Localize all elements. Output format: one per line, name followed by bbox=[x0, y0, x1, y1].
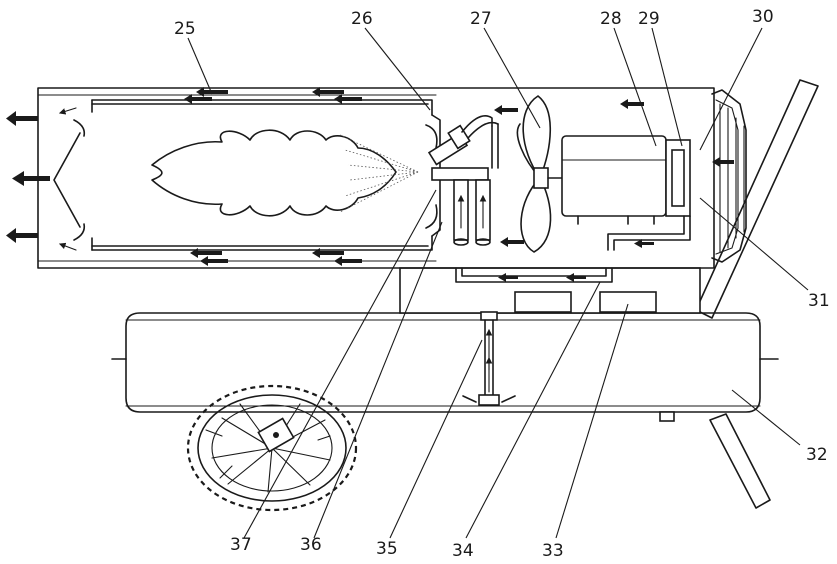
callout-28: 28 bbox=[600, 9, 622, 29]
fuel-tank bbox=[111, 312, 779, 422]
nozzle-assembly bbox=[427, 115, 499, 246]
handle-bar bbox=[695, 79, 819, 509]
pump-assembly bbox=[399, 267, 701, 406]
motor-control-box bbox=[514, 291, 572, 313]
wheel bbox=[186, 384, 358, 512]
fuel-spray bbox=[339, 134, 419, 213]
callout-27: 27 bbox=[470, 9, 492, 29]
callout-33: 33 bbox=[542, 541, 564, 561]
airflow-arrows bbox=[6, 87, 734, 282]
callout-26: 26 bbox=[351, 9, 373, 29]
rear-grille bbox=[711, 89, 747, 263]
drain-plug bbox=[659, 411, 675, 422]
leader-lines bbox=[187, 27, 809, 539]
outlet-arrow-bottom bbox=[6, 228, 38, 243]
callout-35: 35 bbox=[376, 539, 398, 559]
flame-outline bbox=[151, 129, 397, 217]
callout-37: 37 bbox=[230, 535, 252, 555]
callout-36: 36 bbox=[300, 535, 322, 555]
fan bbox=[516, 95, 563, 253]
top-channel-arrows bbox=[184, 87, 362, 104]
callout-30: 30 bbox=[752, 7, 774, 27]
callout-32: 32 bbox=[806, 445, 828, 465]
spark-plug bbox=[431, 167, 489, 181]
outlet-arrow-mid bbox=[12, 171, 50, 186]
callout-31: 31 bbox=[808, 291, 830, 311]
outlet-arrow-top bbox=[6, 111, 38, 126]
callout-labels: 25 26 27 28 29 30 31 32 33 34 35 36 37 bbox=[174, 7, 830, 561]
control-box-33 bbox=[599, 291, 657, 313]
inlet-arrows bbox=[58, 99, 734, 282]
combustion-chamber bbox=[53, 99, 441, 251]
motor bbox=[561, 135, 691, 251]
callout-29: 29 bbox=[638, 9, 660, 29]
callout-25: 25 bbox=[174, 19, 196, 39]
bottom-channel-arrows bbox=[190, 248, 362, 266]
callout-34: 34 bbox=[452, 541, 474, 561]
